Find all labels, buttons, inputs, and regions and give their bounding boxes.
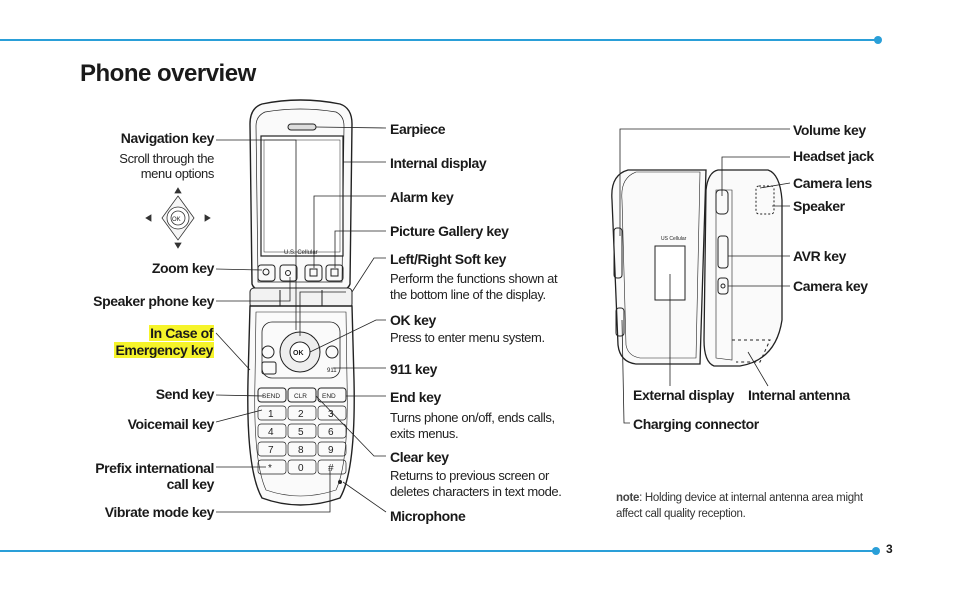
middle-callout-lines xyxy=(299,126,387,513)
label-vibrate-key: Vibrate mode key xyxy=(104,504,215,520)
keypad-digit: 6 xyxy=(328,427,334,438)
bottom-rule-dot xyxy=(872,547,880,555)
keypad-digit: 7 xyxy=(268,445,274,456)
keypad-digit: * xyxy=(268,463,272,474)
microphone-hole xyxy=(338,480,342,484)
label-headset-jack: Headset jack xyxy=(793,148,874,164)
bottom-rule xyxy=(0,550,874,552)
label-voicemail-key: Voicemail key xyxy=(127,416,215,432)
earpiece-icon xyxy=(287,123,317,131)
note-body: : Holding device at internal antenna are… xyxy=(616,492,863,520)
page-number: 3 xyxy=(886,542,893,556)
keypad-digit: 4 xyxy=(268,427,274,438)
label-charging-connector: Charging connector xyxy=(633,416,759,432)
brand-label: U.S. Cellular xyxy=(284,250,318,256)
label-prefix-key-2: call key xyxy=(166,476,215,492)
desc-end-key-2: exits menus. xyxy=(390,426,459,441)
label-microphone: Microphone xyxy=(390,508,466,524)
desc-ok-key: Press to enter menu system. xyxy=(390,330,545,345)
left-callout-lines xyxy=(215,139,331,513)
keypad-digit: 5 xyxy=(298,427,304,438)
label-end-key: End key xyxy=(390,389,441,405)
keypad-digit: 1 xyxy=(268,409,274,420)
label-internal-display: Internal display xyxy=(390,155,487,171)
svg-text:US Cellular: US Cellular xyxy=(661,236,687,242)
label-earpiece: Earpiece xyxy=(390,121,446,137)
lid-keys xyxy=(257,264,344,282)
label-camera-lens: Camera lens xyxy=(793,175,872,191)
keypad-digit: # xyxy=(328,463,334,474)
label-volume-key: Volume key xyxy=(793,122,866,138)
keypad xyxy=(257,405,347,475)
label-soft-key: Left/Right Soft key xyxy=(390,251,507,267)
label-alarm-key: Alarm key xyxy=(390,189,454,205)
label-zoom-key: Zoom key xyxy=(151,260,215,276)
note-text: note: Holding device at internal antenna… xyxy=(616,490,876,522)
svg-text:END: END xyxy=(322,393,336,400)
label-speaker: Speaker xyxy=(793,198,845,214)
keypad-digit: 3 xyxy=(328,409,334,420)
keypad-digit: 8 xyxy=(298,445,304,456)
label-emergency-key-2: Emergency key xyxy=(114,342,214,358)
side-view-phone: US Cellular xyxy=(611,169,783,367)
navigation-key-diagram: OK xyxy=(145,187,211,249)
label-emergency-key-1: In Case of xyxy=(149,325,214,341)
label-clear-key: Clear key xyxy=(390,449,449,465)
svg-text:911: 911 xyxy=(327,368,337,374)
desc-end-key-1: Turns phone on/off, ends calls, xyxy=(390,410,555,425)
label-internal-antenna: Internal antenna xyxy=(748,387,850,403)
label-speaker-phone-key: Speaker phone key xyxy=(93,293,214,309)
desc-navigation-1: Scroll through the xyxy=(119,151,214,166)
label-navigation-key: Navigation key xyxy=(120,130,215,146)
label-avr-key: AVR key xyxy=(793,248,846,264)
svg-text:SEND: SEND xyxy=(262,393,280,400)
desc-soft-key-2: the bottom line of the display. xyxy=(390,287,546,302)
svg-text:CLR: CLR xyxy=(294,393,307,400)
phone-hinge xyxy=(249,287,353,309)
label-picture-gallery-key: Picture Gallery key xyxy=(390,223,509,239)
keypad-digit: 2 xyxy=(298,409,304,420)
label-ok-key: OK key xyxy=(390,312,436,328)
desc-clear-key-2: deletes characters in text mode. xyxy=(390,484,562,499)
note-prefix: note xyxy=(616,492,640,504)
desc-soft-key-1: Perform the functions shown at xyxy=(390,271,558,286)
send-key xyxy=(257,387,287,403)
clr-key xyxy=(287,387,317,403)
label-prefix-key-1: Prefix international xyxy=(95,460,214,476)
end-key xyxy=(317,387,347,403)
keypad-digit: 0 xyxy=(298,463,304,474)
page-title: Phone overview xyxy=(80,60,256,87)
svg-text:OK: OK xyxy=(172,217,181,223)
svg-text:OK: OK xyxy=(293,350,304,357)
label-camera-key: Camera key xyxy=(793,278,868,294)
label-send-key: Send key xyxy=(155,386,215,402)
right-callout-lines xyxy=(619,128,791,424)
desc-clear-key-1: Returns to previous screen or xyxy=(390,468,549,483)
label-911-key: 911 key xyxy=(390,361,438,377)
label-external-display: External display xyxy=(633,387,734,403)
desc-navigation-2: menu options xyxy=(140,166,215,181)
keypad-digit: 9 xyxy=(328,445,334,456)
top-rule xyxy=(0,39,876,41)
top-rule-dot xyxy=(874,36,882,44)
